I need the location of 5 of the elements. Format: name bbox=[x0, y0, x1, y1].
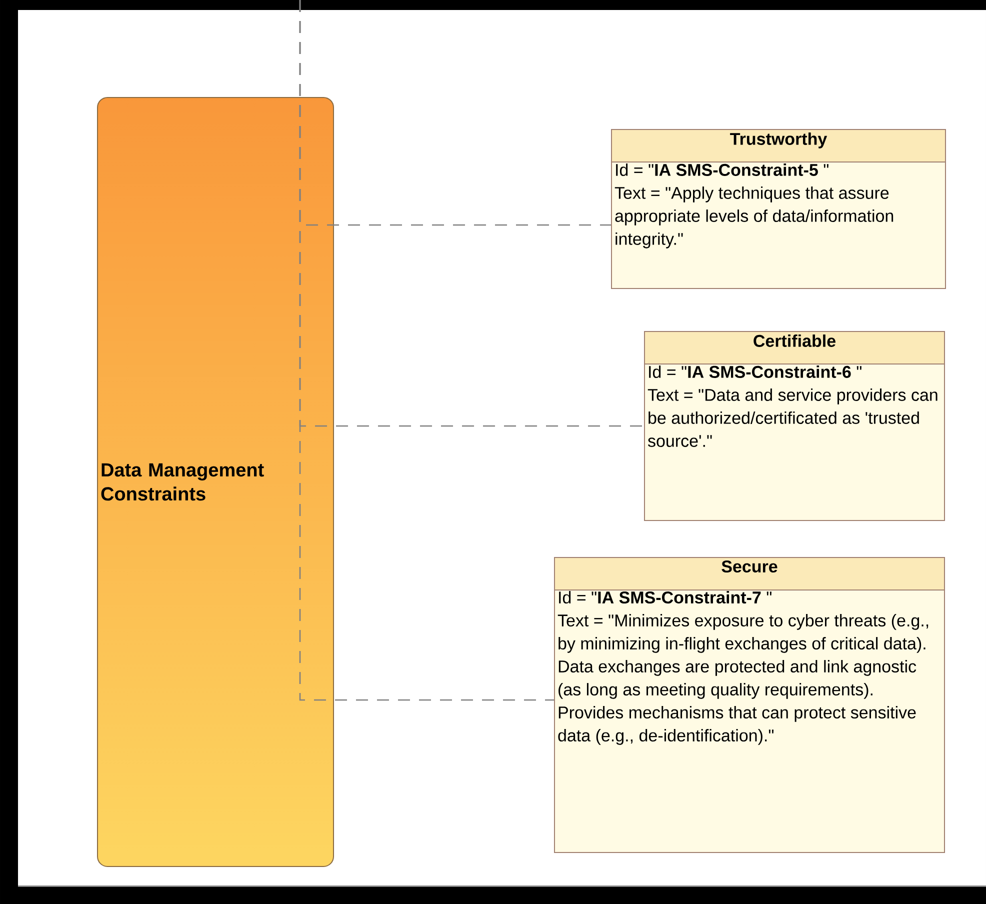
note-box: Secure Id = "IA SMS-Constraint-7 " Text = "Minimizes exposure to cyber threats (e.g., by minimizing in-flight exchanges of critical data). Data exchanges are protected and link agnostic (as long as meeting quality requirements). Provides mechanisms that can protect sensitive data (e.g., de-identification)." bbox=[554, 556, 946, 853]
block-box: Data Management Constraints bbox=[97, 96, 334, 867]
note-box: Trustworthy Id = "IA SMS-Constraint-5 " Text = "Apply techniques that assure appropriate levels of data/information integrity." bbox=[610, 128, 946, 289]
note-box: Certifiable Id = "IA SMS-Constraint-6 " Text = "Data and service providers can be authorized/certificated as 'trusted source'." bbox=[644, 330, 946, 521]
connector-line bbox=[299, 0, 554, 701]
